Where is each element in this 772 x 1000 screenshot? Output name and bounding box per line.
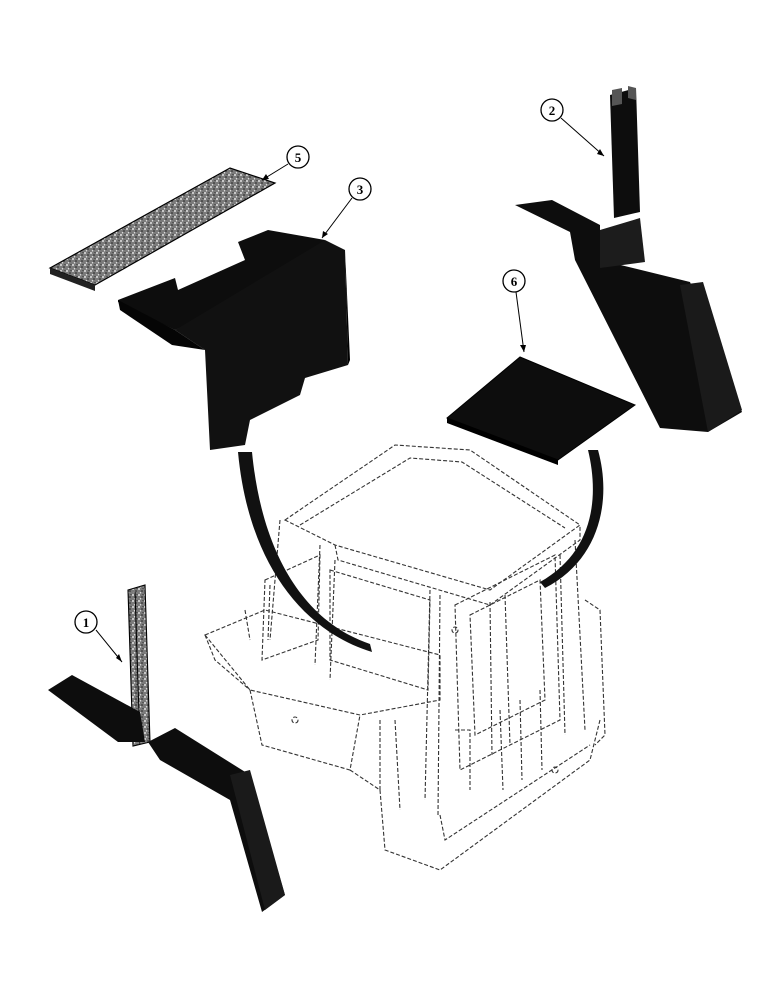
callout-1: 1 — [74, 610, 123, 663]
callout-3-label: 3 — [357, 182, 364, 197]
part-2-panel — [515, 86, 742, 432]
part-5-mat — [48, 167, 277, 291]
callout-1-label: 1 — [83, 615, 90, 630]
callout-6: 6 — [502, 269, 526, 353]
arc-part-3 — [238, 452, 372, 652]
part-1-trim — [48, 584, 285, 912]
callout-3: 3 — [321, 177, 372, 239]
callout-5-label: 5 — [295, 150, 302, 165]
callout-2-label: 2 — [549, 103, 556, 118]
callout-5: 5 — [261, 145, 310, 181]
part-3-panel — [118, 230, 350, 450]
arc-part-6 — [540, 450, 604, 588]
callout-2: 2 — [540, 98, 605, 157]
assembly-arrows — [238, 450, 604, 652]
cab-frame — [204, 444, 606, 871]
callout-6-label: 6 — [511, 274, 518, 289]
callouts: 1 2 3 5 6 — [74, 98, 605, 663]
part-6-pad — [446, 356, 637, 465]
